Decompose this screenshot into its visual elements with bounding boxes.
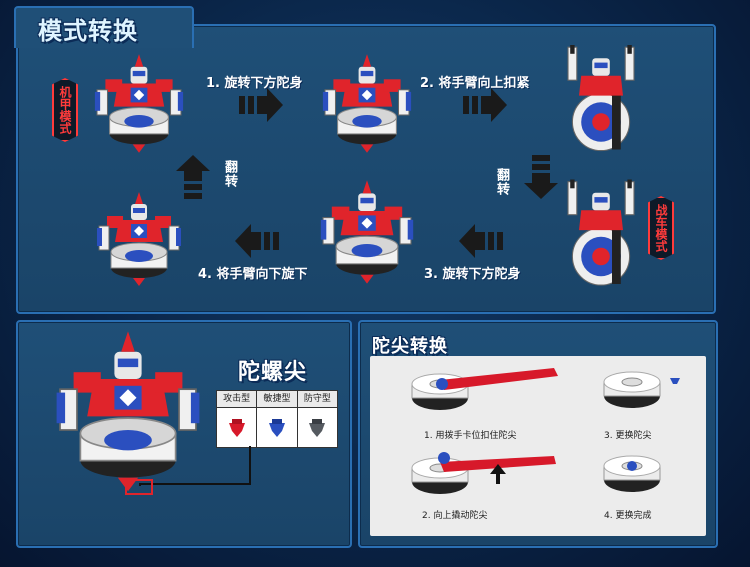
arrow-down-icon	[524, 155, 558, 199]
step-4-label: 4. 将手臂向下旋下	[198, 267, 308, 282]
tip-type-agile-label: 敏捷型	[257, 391, 298, 407]
defense-tip	[298, 408, 337, 448]
mode-switch-title-tab	[14, 6, 194, 48]
robot-step1	[322, 53, 412, 154]
tip-switch-step3-image	[603, 371, 680, 409]
robot-mech-start	[94, 53, 184, 154]
tip-switch-title: 陀尖转换	[372, 336, 448, 357]
arrow-up-icon	[176, 155, 210, 199]
arrow-right-icon	[463, 88, 507, 122]
attack-tip	[217, 408, 258, 448]
arrow-left-icon	[459, 224, 503, 258]
tip-section-title: 陀螺尖	[238, 360, 308, 385]
robot-step2	[567, 44, 635, 152]
tip-type-table: 攻击型 敏捷型 防守型	[216, 390, 338, 448]
arrow-left-icon	[235, 224, 279, 258]
agile-tip	[257, 408, 298, 448]
flip-right-label: 翻转	[494, 168, 509, 196]
flip-left-label: 翻转	[222, 160, 237, 188]
tip-switch-step1-image	[411, 368, 558, 411]
tip-switch-step2-image	[411, 452, 556, 495]
mode-switch-title: 模式转换	[38, 17, 138, 45]
chariot-mode-badge: 战车模式	[648, 196, 674, 260]
step-1-label: 1. 旋转下方陀身	[206, 76, 303, 91]
tip-type-defense-label: 防守型	[303, 394, 331, 404]
robot-step4	[96, 191, 182, 287]
tip-switch-step4-label: 4. 更换完成	[604, 511, 652, 521]
tip-switch-step4-image	[603, 455, 661, 493]
step-2-label: 2. 将手臂向上扣紧	[420, 76, 530, 91]
tip-switch-step3-label: 3. 更换陀尖	[604, 431, 652, 441]
robot-step3	[320, 179, 414, 285]
tip-type-attack-label: 攻击型	[217, 391, 258, 407]
connector-line	[125, 446, 251, 495]
arrow-right-icon	[239, 88, 283, 122]
tip-switch-step2-label: 2. 向上撬动陀尖	[422, 511, 488, 521]
step-3-label: 3. 旋转下方陀身	[424, 267, 521, 282]
robot-chariot-mode	[567, 178, 635, 286]
tip-switch-step1-label: 1. 用拨手卡位扣住陀尖	[424, 431, 517, 441]
mech-mode-badge: 机甲模式	[52, 78, 78, 142]
